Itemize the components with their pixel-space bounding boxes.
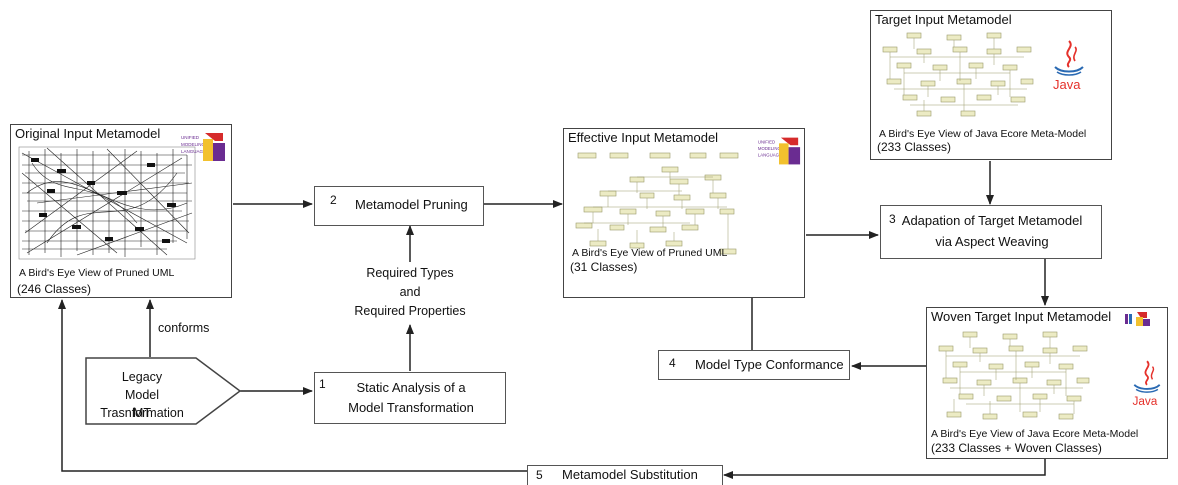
legacy-label-line2: Model Trasnformation (100, 388, 184, 420)
svg-text:MODELING: MODELING (181, 142, 206, 147)
panel-caption: A Bird's Eye View of Java Ecore Meta-Mod… (931, 428, 1139, 440)
uml-logo: UNIFIED MODELING LANGUAGE (758, 137, 801, 165)
step-label-line1: Static Analysis of a (356, 380, 466, 395)
svg-text:MODELING: MODELING (758, 146, 782, 151)
panel-class-count: (246 Classes) (17, 282, 92, 296)
step-metamodel-substitution: 5 Metamodel Substitution (527, 465, 723, 485)
panel-caption: A Bird's Eye View of Pruned UML (19, 267, 175, 279)
dense-uml-diagram-thumbnail (18, 146, 196, 260)
arrow-substitution-to-original (58, 299, 527, 472)
step-adaptation-target-metamodel: 3 Adapation of Target Metamodel via Aspe… (880, 205, 1102, 259)
panel-effective-metamodel: Effective Input Metamodel UNIFIED MODELI… (563, 128, 805, 298)
step-label: Metamodel Substitution (562, 467, 698, 482)
step-label: Metamodel Pruning (355, 197, 468, 212)
panel-title: Effective Input Metamodel (568, 130, 719, 145)
panel-caption: A Bird's Eye View of Pruned UML (572, 247, 728, 259)
arrow-woven-to-substitution (723, 459, 1046, 479)
legacy-model-transformation-shape (85, 357, 242, 425)
step-label: Model Type Conformance (695, 357, 844, 372)
step-label-line2: via Aspect Weaving (935, 234, 1049, 249)
panel-title: Woven Target Input Metamodel (931, 309, 1112, 324)
panel-original-metamodel: Original Input Metamodel UNIFIED MODELIN… (10, 124, 232, 298)
step-model-type-conformance: 4 Model Type Conformance (658, 350, 850, 380)
step-metamodel-pruning: 2 Metamodel Pruning (314, 186, 484, 226)
step-label-line1: Adapation of Target Metamodel (901, 213, 1083, 228)
uml-logo: UNIFIED MODELING LANGUAGE (181, 133, 225, 161)
panel-target-metamodel: Target Input Metamodel Java A Bird's Eye… (870, 10, 1112, 160)
step-number: 3 (889, 212, 896, 226)
svg-text:UNIFIED: UNIFIED (181, 135, 200, 140)
step-number: 2 (330, 193, 337, 207)
edge-label-required-line3: Required Properties (354, 304, 466, 318)
edge-label-required-line2: and (399, 285, 421, 299)
svg-text:UNIFIED: UNIFIED (758, 139, 775, 144)
step-number: 4 (669, 356, 676, 370)
step-number: 5 (536, 468, 543, 482)
step-label-line2: Model Transformation (348, 400, 474, 415)
step-static-analysis: 1 Static Analysis of a Model Transformat… (314, 372, 506, 424)
legacy-label-line1: Legacy (121, 370, 163, 384)
woven-java-metamodel-diagram-thumbnail (938, 331, 1090, 420)
svg-text:Java: Java (1053, 77, 1081, 91)
panel-woven-metamodel: Woven Target Input Metamodel Java A Bird… (926, 307, 1168, 459)
aspect-weaving-logo (1125, 312, 1150, 326)
panel-class-count: (31 Classes) (570, 260, 638, 274)
legacy-label-line3: MT (132, 406, 152, 420)
panel-class-count: (233 Classes + Woven Classes) (931, 441, 1102, 455)
edge-label-required-line1: Required Types (366, 266, 454, 280)
panel-class-count: (233 Classes) (877, 140, 952, 154)
java-logo: Java (1132, 360, 1161, 408)
java-logo: Java (1053, 40, 1084, 91)
svg-text:LANGUAGE: LANGUAGE (758, 153, 782, 158)
panel-title: Target Input Metamodel (875, 12, 1012, 27)
step-number: 1 (319, 377, 326, 391)
panel-title: Original Input Metamodel (15, 126, 161, 141)
pruned-uml-diagram-thumbnail (575, 152, 739, 255)
panel-caption: A Bird's Eye View of Java Ecore Meta-Mod… (879, 128, 1087, 140)
svg-text:LANGUAGE: LANGUAGE (181, 149, 206, 154)
svg-text:Java: Java (1132, 394, 1157, 408)
java-metamodel-diagram-thumbnail (882, 32, 1034, 117)
edge-label-conforms: conforms (158, 321, 210, 335)
